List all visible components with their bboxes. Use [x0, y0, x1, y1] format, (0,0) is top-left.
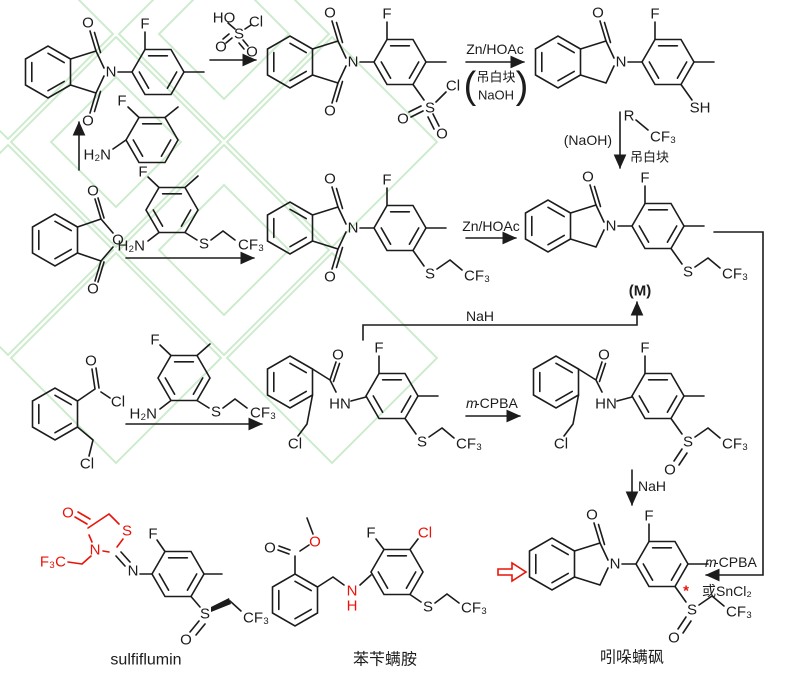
atom-Cl: Cl	[80, 456, 94, 473]
thiazolidinone-red-fragment: O S N F₃C	[40, 505, 132, 571]
label-benzylamine: 苯苄螨胺	[353, 651, 417, 669]
structure-indole-mite-sulfone: * 吲哚螨砜	[530, 507, 753, 667]
structure-M-isoindolinone-thioether: (M)	[526, 169, 749, 300]
atom-F: F	[148, 526, 157, 543]
atom-O: O	[436, 126, 448, 143]
atom-NH-N: N	[347, 583, 358, 600]
structure-amide-sulfoxide	[534, 340, 749, 479]
red-implication-arrow	[497, 561, 528, 583]
atom-O: O	[87, 183, 99, 200]
paren-close: )	[516, 65, 529, 107]
reagent-zn-hoac: Zn/HOAc	[462, 218, 520, 234]
label-sulfiflumin: sulfiflumin	[110, 652, 181, 669]
reagent-naoh-paren: (NaOH)	[564, 132, 612, 148]
arrow-nah-to-M: NaH	[362, 301, 644, 341]
structure-phthalimide-fluorotolyl	[26, 15, 205, 130]
arrow-step3-alkylation: (NaOH) R CF₃ 吊白块	[564, 108, 676, 169]
structure-fluoro-methylaniline: F H₂N	[84, 93, 179, 164]
reagent-naoh: NaOH	[478, 88, 514, 103]
reagent-nah: NaH	[466, 308, 494, 324]
reagent-mcpba-rest: -CPBA	[714, 554, 757, 570]
structure-benzyl-mite-amine: O O N H F Cl S CF₃ 苯苄螨胺	[264, 517, 487, 669]
label-indole-sulfone: 吲哚螨砜	[600, 649, 664, 667]
arrow-nah-down: NaH	[625, 469, 666, 506]
arrow-step2-zn-hoac: Zn/HOAc ( ) 吊白块 NaOH	[464, 41, 529, 107]
reagent-or-sncl2: 或SnCl₂	[702, 583, 752, 599]
atom-CF3: CF₃	[650, 129, 676, 146]
reagent-nah: NaH	[638, 478, 666, 494]
atom-O: O	[85, 353, 97, 370]
atom-CF3: CF₃	[243, 610, 269, 627]
atom-F: F	[117, 93, 126, 110]
atom-F: F	[366, 525, 375, 542]
arrow-step5-zn-hoac: Zn/HOAc	[462, 218, 520, 245]
reagent-diaobaikuai: 吊白块	[476, 70, 515, 85]
wedge-bond	[211, 598, 231, 612]
atom-Cl: Cl	[249, 14, 263, 31]
arrow-step7-mcpba: m -CPBA	[465, 395, 521, 423]
reagent-chlorosulfonic-acid: HO S Cl O O	[213, 10, 263, 61]
atom-HO: HO	[213, 10, 236, 27]
atom-S: S	[425, 100, 435, 117]
paren-open: (	[464, 65, 477, 107]
arrow-mcpba-sncl2: m -CPBA 或SnCl₂	[702, 554, 757, 599]
reagent-mcpba-m: m	[466, 395, 478, 411]
label-compound-M: (M)	[629, 283, 652, 300]
atom-Cl: Cl	[418, 525, 432, 542]
structure-isoindolinone-thiol: SH	[536, 5, 715, 117]
atom-S: S	[423, 599, 433, 616]
reagent-zn-hoac: Zn/HOAc	[466, 41, 524, 57]
stereocenter-asterisk: *	[683, 583, 689, 600]
atom-SH: SH	[690, 100, 711, 117]
structure-sulfiflumin: O S N F₃C N F S O CF₃ sulfiflumin	[40, 505, 269, 669]
atom-N: N	[90, 542, 101, 559]
atom-S: S	[200, 606, 210, 623]
connector-M-to-product	[705, 231, 764, 582]
atom-O: O	[397, 111, 409, 128]
atom-O: O	[62, 505, 74, 522]
reagent-mcpba-rest: -CPBA	[475, 395, 518, 411]
atom-O: O	[87, 281, 99, 298]
atom-Cl: Cl	[111, 394, 125, 411]
structure-phthalimide-sulfonylchloride: S O O Cl	[268, 5, 460, 143]
reagent-diaobaikuai: 吊白块	[630, 150, 669, 165]
structure-amide-thioether	[268, 340, 483, 454]
atom-S: S	[234, 26, 244, 43]
atom-CF3: CF₃	[461, 600, 487, 617]
reagent-mcpba-m: m	[705, 554, 717, 570]
structure-phthalimide-thioether	[268, 171, 491, 286]
atom-H2N: H₂N	[84, 147, 112, 164]
atom-O: O	[215, 39, 227, 56]
atom-S: S	[122, 523, 132, 540]
atom-O: O	[309, 534, 321, 551]
structure-chloromethylbenzoyl-chloride: O Cl Cl	[31, 353, 125, 473]
atom-F3C: F₃C	[40, 554, 66, 571]
atom-O: O	[264, 540, 276, 557]
atom-Cl: Cl	[446, 78, 460, 95]
atom-O: O	[180, 632, 192, 649]
atom-NH-H: H	[347, 598, 358, 615]
atom-N: N	[128, 563, 139, 580]
atom-R: R	[624, 108, 635, 125]
atom-O: O	[246, 44, 258, 61]
